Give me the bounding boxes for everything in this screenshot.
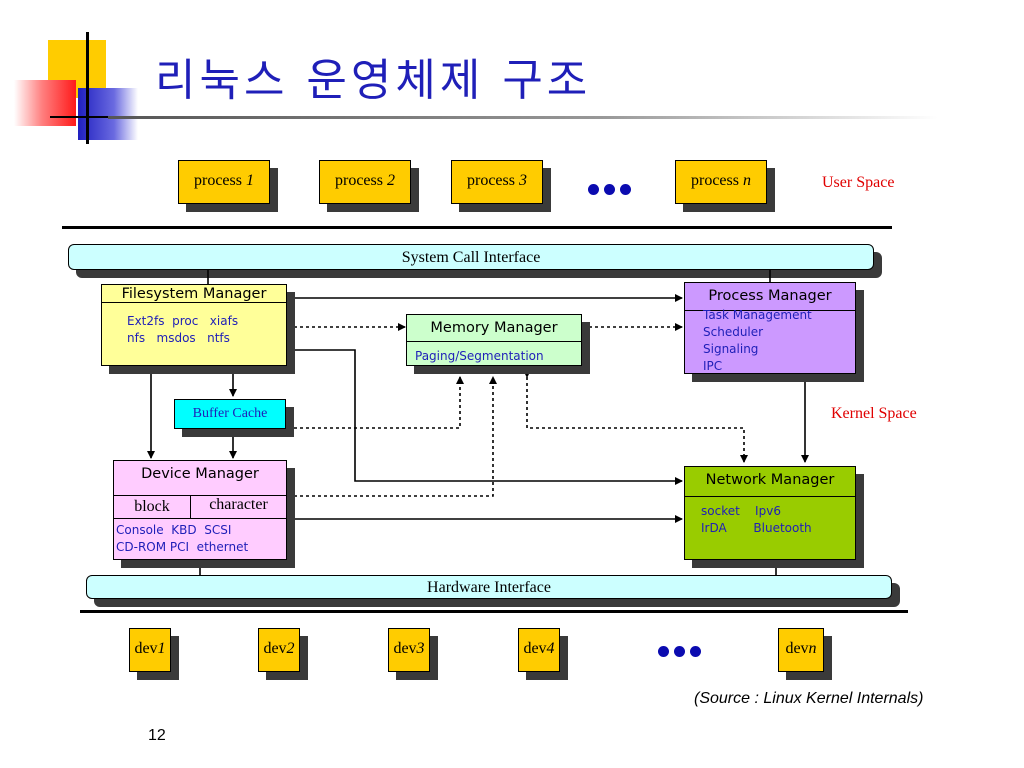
arrow-dm-mm bbox=[287, 376, 497, 500]
system-call-interface-bar: System Call Interface bbox=[68, 244, 874, 270]
device-manager-title: Device Manager bbox=[114, 461, 286, 496]
network-manager-title: Network Manager bbox=[685, 467, 855, 497]
device-box-4: dev4 bbox=[518, 628, 560, 672]
device-box-2: dev2 bbox=[258, 628, 300, 672]
source-citation: (Source : Linux Kernel Internals) bbox=[694, 690, 924, 707]
process-box-2: process 2 bbox=[319, 160, 411, 204]
memory-manager-subtitle: Paging/Segmentation bbox=[415, 349, 544, 363]
process-manager-item: Signaling bbox=[703, 342, 759, 356]
arrow-mm-nm bbox=[523, 370, 748, 463]
kernel-space-label: Kernel Space bbox=[831, 405, 917, 422]
user-kernel-divider bbox=[62, 226, 892, 229]
logo-vertical-line bbox=[86, 32, 89, 144]
logo-horizontal-line bbox=[50, 116, 108, 118]
process-manager-item: IPC bbox=[703, 359, 723, 373]
block-device-label: block bbox=[114, 496, 191, 518]
hardware-interface-bar: Hardware Interface bbox=[86, 575, 892, 599]
buffer-cache-box: Buffer Cache bbox=[174, 399, 286, 429]
network-list-line-1: socket Ipv6 bbox=[701, 504, 781, 518]
process-manager-item: Task Management bbox=[703, 308, 812, 322]
filesystem-list-line-2: nfs msdos ntfs bbox=[127, 331, 230, 345]
user-space-label: User Space bbox=[822, 174, 895, 191]
arrow-bc-mm bbox=[287, 376, 464, 432]
memory-manager-box: Memory Manager Paging/Segmentation bbox=[406, 314, 582, 366]
process-box-3: process 3 bbox=[451, 160, 543, 204]
process-manager-item: Scheduler bbox=[703, 325, 764, 339]
process-manager-box: Process Manager Task Management Schedule… bbox=[684, 282, 856, 374]
process-box-n: process n bbox=[675, 160, 767, 204]
device-manager-box: Device Manager block character Console K… bbox=[113, 460, 287, 560]
device-type-row: block character bbox=[114, 496, 286, 519]
device-list-line-1: Console KBD SCSI bbox=[116, 523, 232, 537]
arrow-fs-nm bbox=[287, 346, 683, 485]
filesystem-manager-box: Filesystem Manager Ext2fs proc xiafs nfs… bbox=[101, 284, 287, 366]
device-list-line-2: CD-ROM PCI ethernet bbox=[116, 540, 249, 554]
kernel-hardware-divider bbox=[80, 610, 908, 613]
filesystem-manager-title: Filesystem Manager bbox=[102, 285, 286, 303]
process-manager-title: Process Manager bbox=[685, 283, 855, 311]
ellipsis-dots-top bbox=[588, 180, 636, 199]
network-list-line-2: IrDA Bluetooth bbox=[701, 521, 812, 535]
memory-manager-title: Memory Manager bbox=[407, 315, 581, 342]
character-device-label: character bbox=[209, 496, 268, 513]
title-underline bbox=[108, 116, 938, 119]
filesystem-list-line-1: Ext2fs proc xiafs bbox=[127, 314, 239, 328]
page-number: 12 bbox=[148, 727, 166, 744]
device-box-n: devn bbox=[778, 628, 824, 672]
network-manager-box: Network Manager socket Ipv6 IrDA Bluetoo… bbox=[684, 466, 856, 560]
logo-square-red bbox=[14, 80, 76, 126]
ellipsis-dots-bottom bbox=[658, 642, 706, 661]
process-box-1: process 1 bbox=[178, 160, 270, 204]
device-box-1: dev1 bbox=[129, 628, 171, 672]
device-box-3: dev3 bbox=[388, 628, 430, 672]
page-title: 리눅스 운영체제 구조 bbox=[155, 55, 592, 106]
